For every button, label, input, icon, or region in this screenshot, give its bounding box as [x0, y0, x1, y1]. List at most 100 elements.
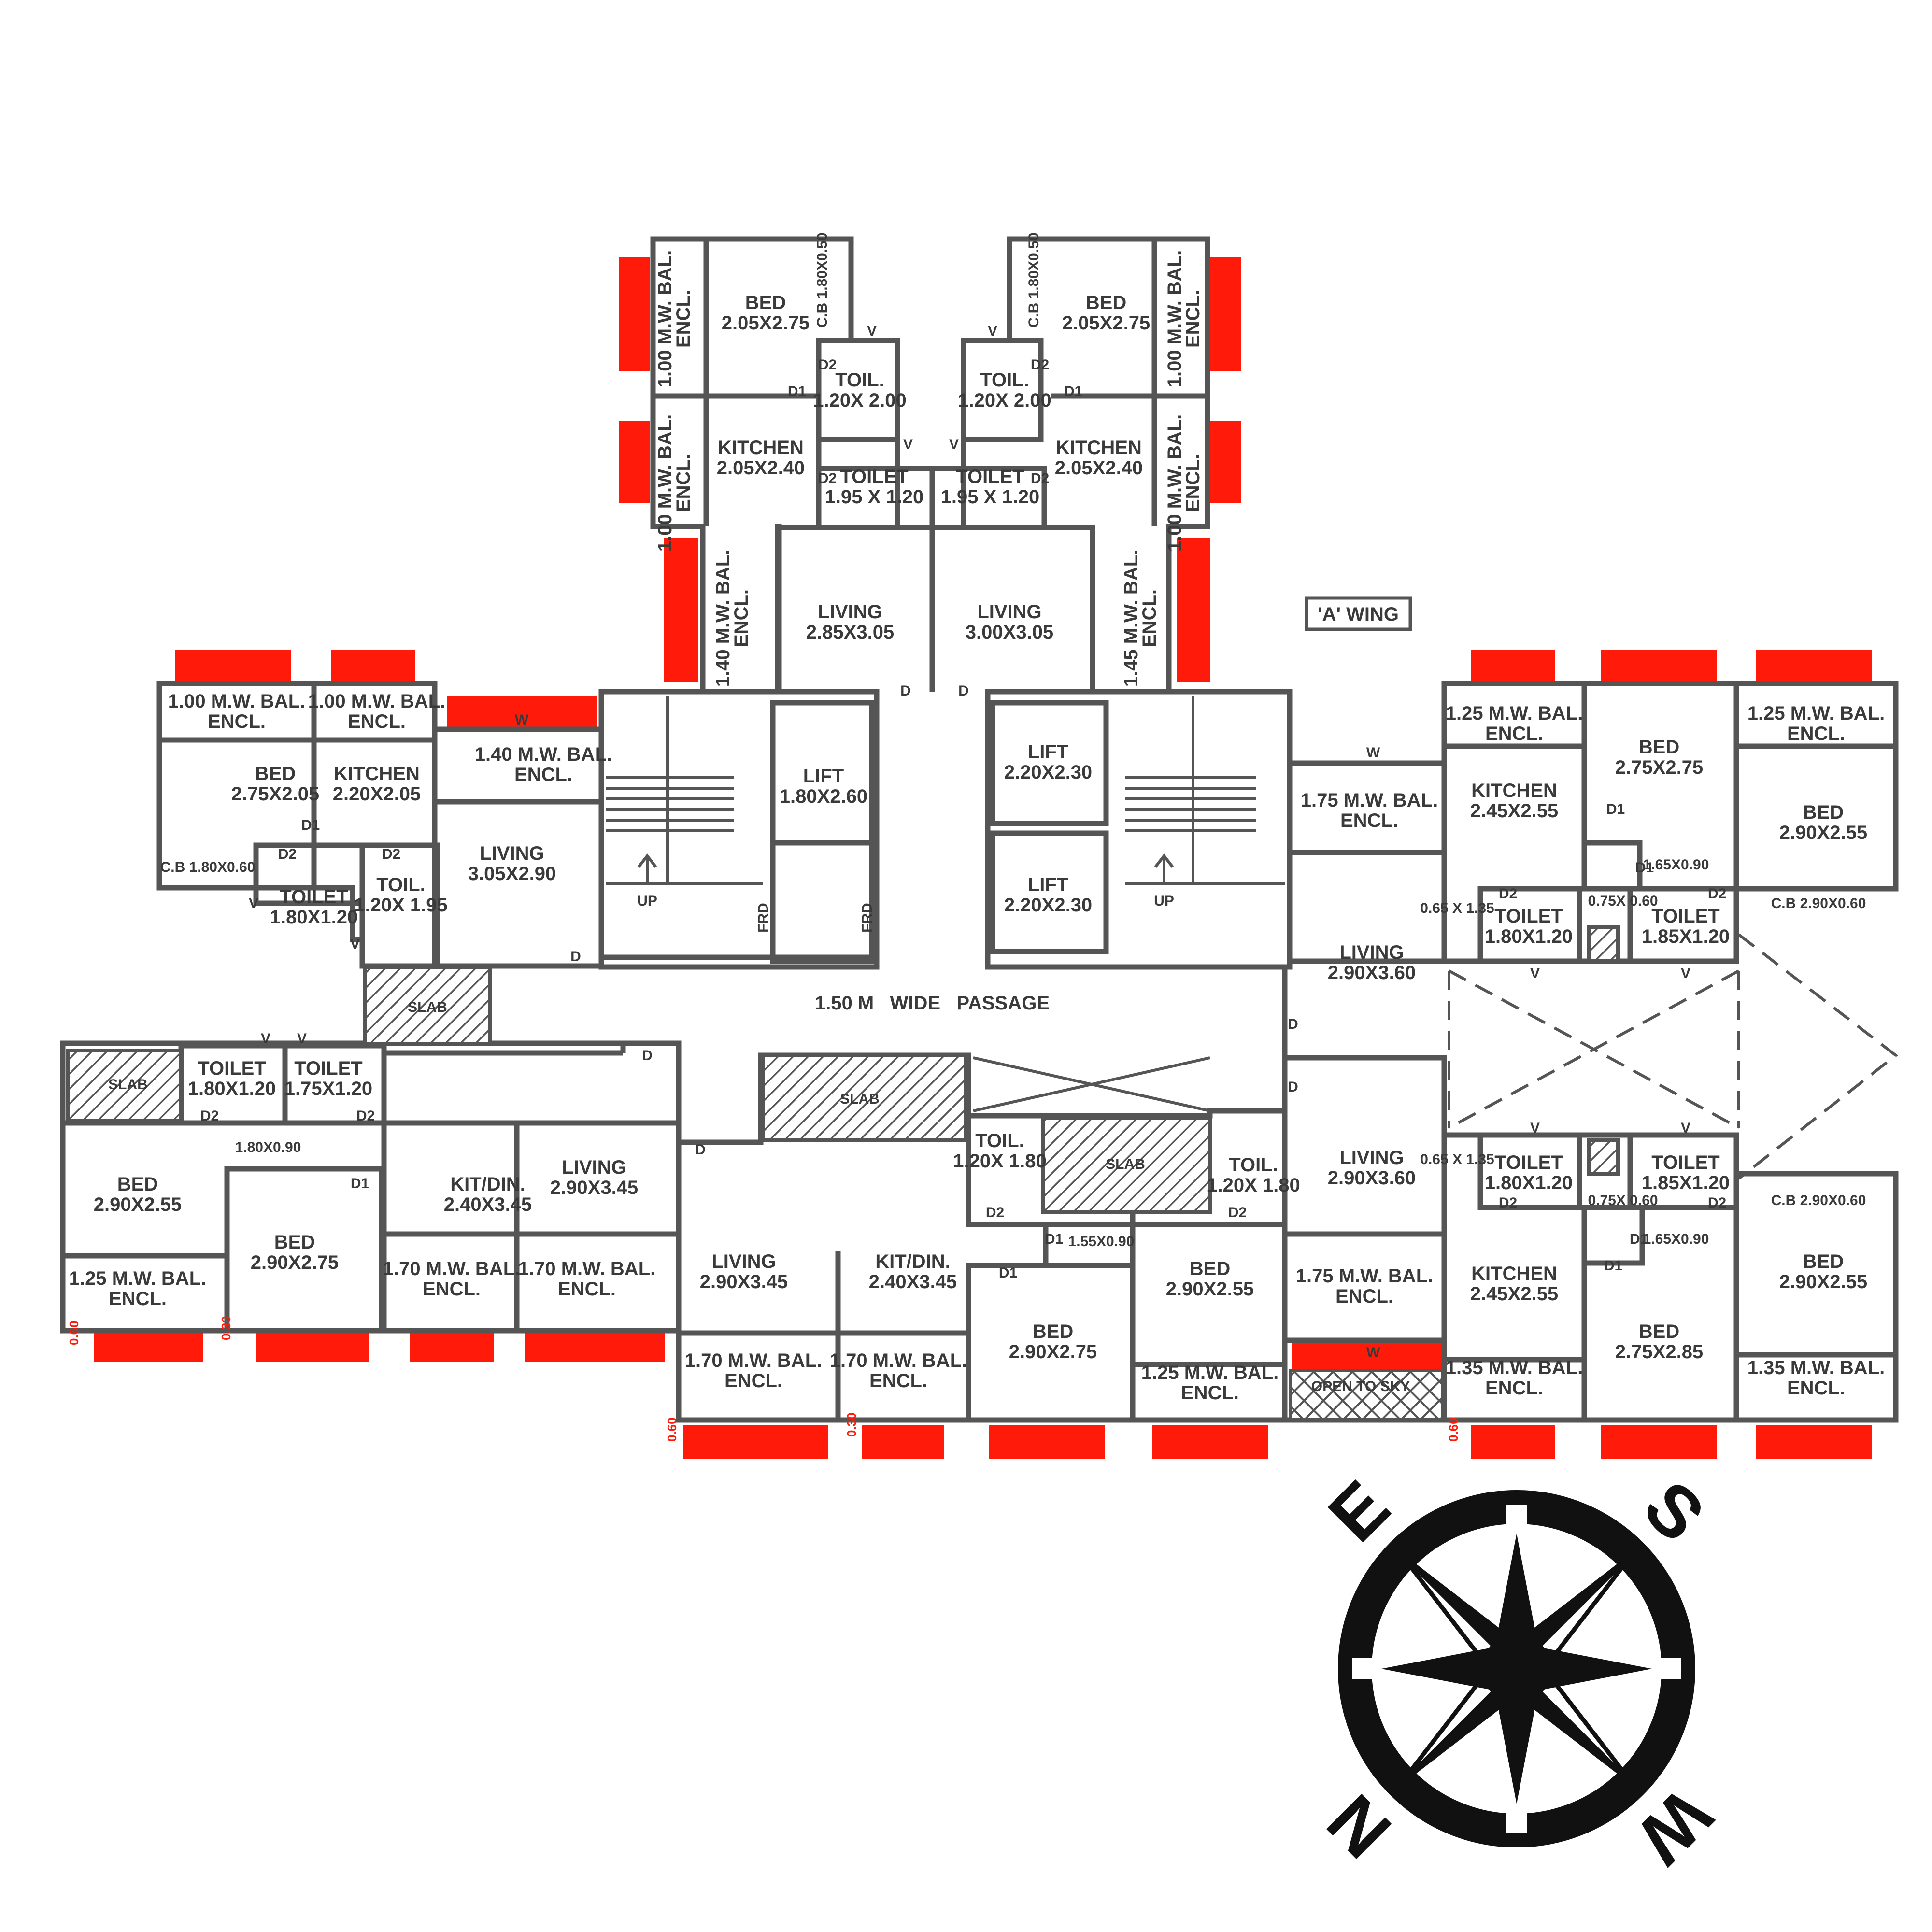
room-dim: 2.75X2.05 [231, 783, 319, 805]
room-name: LIVING [1339, 1147, 1404, 1168]
room-dim: ENCL. [1787, 1378, 1845, 1399]
room-dim: 1.85X1.20 [1642, 1172, 1730, 1193]
tag-w: W [1366, 1345, 1380, 1361]
room-name: KIT/DIN. [875, 1251, 951, 1272]
room-dim: 2.45X2.55 [1470, 1283, 1558, 1305]
room-name: KIT/DIN. [450, 1174, 526, 1195]
room-name: TOILET [1494, 1152, 1563, 1173]
room-name: LIVING [711, 1251, 776, 1272]
room-name: BED [1086, 292, 1126, 313]
room-name: BED [255, 763, 296, 784]
room-dim: 1.80X1.20 [188, 1078, 276, 1099]
tag-d: D [570, 949, 581, 965]
room-dim: ENCL. [731, 589, 752, 647]
room-dim: ENCL. [869, 1370, 927, 1392]
room-name: TOIL. [975, 1130, 1024, 1151]
room-name: TOILET [1494, 906, 1563, 927]
room-dim: 2.90X2.55 [94, 1194, 182, 1215]
tag-d: D [642, 1048, 653, 1064]
dim-060-c: 0.60 [1446, 1417, 1461, 1442]
room-dim: 2.90X2.55 [1779, 1271, 1867, 1293]
tag-v: V [903, 437, 913, 453]
tag-d1: D1 [351, 1176, 369, 1192]
room-dim: 3.00X3.05 [966, 622, 1053, 643]
room-dim: ENCL. [1181, 1382, 1239, 1404]
room-name: BED [1803, 802, 1844, 823]
open-area-markings [973, 889, 1898, 1208]
room-dim: 2.40X3.45 [444, 1194, 532, 1215]
small-label: C.B 2.90X0.60 [1771, 1193, 1866, 1208]
small-label: 1.65X0.90 [1643, 857, 1709, 873]
room-dim: 2.05X2.75 [1062, 313, 1150, 334]
dim-060-a: 0.60 [67, 1321, 81, 1345]
tag-v: V [1681, 1120, 1690, 1136]
room-dim: ENCL. [1335, 1286, 1393, 1307]
room-name: 1.75 M.W. BAL. [1296, 1265, 1434, 1287]
tag-d: D [1288, 1079, 1298, 1095]
room-name: TOILET [1651, 1152, 1719, 1173]
room-name: BED [1639, 1321, 1679, 1342]
room-name: TOIL. [376, 874, 425, 895]
small-label: 1.55X0.90 [1068, 1234, 1135, 1250]
slabs [66, 925, 1620, 1421]
small-label: SLAB [108, 1077, 148, 1093]
room-name: 1.00 M.W. BAL. [654, 250, 676, 388]
tag-d2: D2 [986, 1205, 1004, 1221]
room-name: TOIL. [1229, 1154, 1278, 1176]
room-name: LIVING [562, 1157, 626, 1178]
room-name: 1.00 M.W. BAL. [1164, 414, 1185, 552]
small-label: UP [1154, 893, 1174, 909]
tag-d1: D1 [999, 1265, 1017, 1281]
room-name: LIVING [1339, 942, 1404, 963]
room-dim: 1.80X2.60 [780, 786, 867, 807]
room-name: 1.25 M.W. BAL. [1446, 703, 1583, 724]
tag-d1: D1 [1635, 860, 1654, 876]
small-label: C.B 2.90X0.60 [1771, 895, 1866, 911]
room-name: BED [274, 1232, 315, 1253]
room-dim: 2.90X2.55 [1779, 822, 1867, 843]
room-name: LIFT [803, 766, 844, 787]
room-name: KITCHEN [1471, 780, 1557, 801]
stair-up-arrow [1154, 853, 1174, 884]
room-name: TOILET [198, 1058, 266, 1079]
room-name: 1.75 M.W. BAL. [1301, 790, 1438, 811]
tag-v: V [1530, 966, 1540, 981]
room-dim: 3.05X2.90 [468, 863, 556, 884]
room-name: TOILET [294, 1058, 362, 1079]
tag-d1: D1 [1604, 1258, 1622, 1274]
small-label: 1.80X0.90 [235, 1139, 301, 1155]
room-name: TOIL. [980, 369, 1029, 391]
tag-d: D [1288, 1016, 1298, 1032]
room-dim: 2.90X3.45 [700, 1271, 788, 1293]
room-name: TOILET [956, 466, 1024, 487]
room-name: BED [1190, 1258, 1230, 1279]
tag-d2: D2 [1031, 357, 1049, 373]
room-name: TOILET [1651, 906, 1719, 927]
room-dim: 1.20X 1.80 [953, 1151, 1047, 1172]
room-dim: 1.80X1.20 [270, 907, 358, 928]
small-label: SLAB [408, 999, 447, 1015]
tag-w: W [1366, 745, 1380, 761]
room-name: LIVING [818, 601, 882, 623]
room-dim: 2.05X2.40 [717, 457, 805, 479]
small-label: 0.65 X 1.35 [1420, 900, 1494, 916]
room-dim: 1.20X 1.80 [1207, 1175, 1300, 1196]
small-label: 0.75X 0.60 [1588, 893, 1658, 909]
room-dim: ENCL. [208, 711, 266, 732]
tag-d1: D1 [788, 384, 806, 399]
room-dim: ENCL. [109, 1288, 167, 1309]
room-dim: 2.90X2.75 [251, 1252, 339, 1273]
tag-d1: D1 [1606, 801, 1625, 817]
room-name: LIFT [1028, 741, 1068, 763]
room-name: 1.70 M.W. BAL. [830, 1350, 967, 1371]
tag-d2: D2 [1708, 1195, 1726, 1211]
room-name: 1.00 M.W. BAL. [168, 691, 306, 712]
room-dim: 2.20X2.30 [1004, 762, 1092, 783]
small-label: SLAB [840, 1091, 880, 1107]
room-name: KITCHEN [1056, 437, 1142, 458]
small-label: 1.65X0.90 [1643, 1231, 1709, 1247]
room-name: KITCHEN [1471, 1263, 1557, 1284]
room-dim: ENCL. [1340, 810, 1398, 831]
